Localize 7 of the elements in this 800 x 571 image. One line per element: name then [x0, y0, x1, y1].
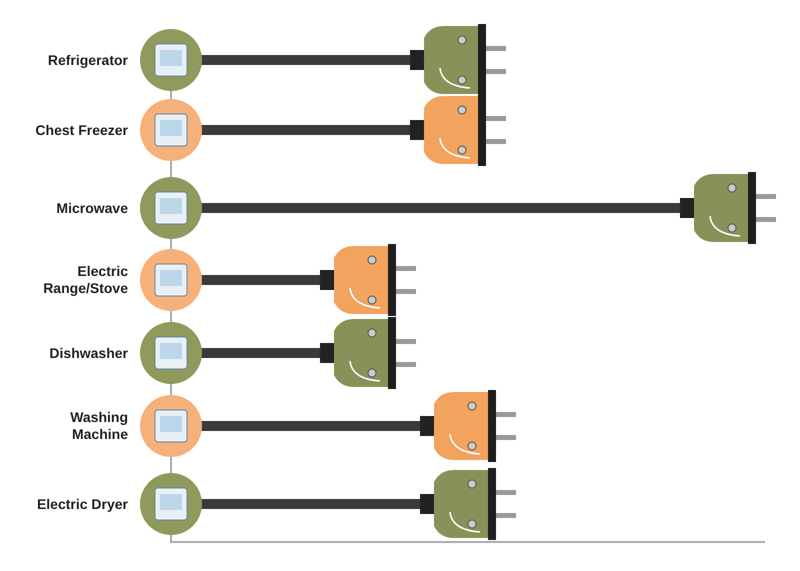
appliance-label: Electric Range/Stove: [42, 263, 128, 297]
appliance-label: Refrigerator: [46, 52, 128, 68]
appliance-label: Washing Machine: [69, 409, 128, 443]
appliance-label: Dishwasher: [48, 344, 128, 362]
appliance-label: Chest Freezer: [34, 122, 128, 138]
appliance-label: Microwave: [55, 200, 128, 216]
appliance-label: Electric Dryer: [36, 496, 128, 512]
